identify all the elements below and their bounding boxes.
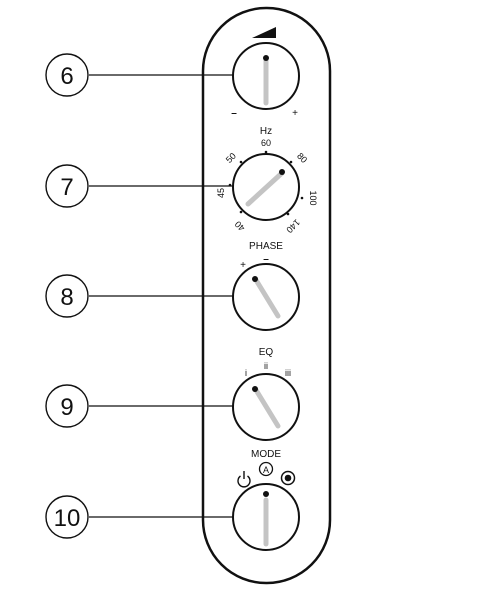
svg-text:9: 9 <box>60 394 73 421</box>
eq-position-ii: ii <box>264 361 268 371</box>
svg-text:6: 6 <box>60 63 73 90</box>
callout-9: 9 <box>45 384 89 428</box>
callout-6: 6 <box>45 53 89 97</box>
eq-knob[interactable] <box>232 373 300 441</box>
mode-knob[interactable] <box>232 483 300 551</box>
frequency-knob[interactable] <box>232 153 300 221</box>
phase-knob[interactable] <box>232 263 300 331</box>
auto-mode-icon: A <box>258 461 274 477</box>
svg-text:10: 10 <box>54 505 81 532</box>
volume-wedge-icon <box>252 27 276 38</box>
freq-tick-60: 60 <box>261 138 271 148</box>
eq-position-iii: iii <box>285 368 291 378</box>
freq-tick-dots <box>228 150 304 216</box>
volume-minus-label: – <box>231 108 237 119</box>
mode-title: MODE <box>251 449 281 460</box>
svg-text:7: 7 <box>60 174 73 201</box>
callout-7: 7 <box>45 164 89 208</box>
eq-title: EQ <box>259 347 274 358</box>
phase-title: PHASE <box>249 241 283 252</box>
frequency-title: Hz <box>260 126 272 137</box>
freq-tick-45: 45 <box>216 188 226 198</box>
callout-8: 8 <box>45 274 89 318</box>
svg-text:A: A <box>263 465 269 475</box>
svg-text:8: 8 <box>60 284 73 311</box>
callout-10: 10 <box>45 495 89 539</box>
volume-plus-label: + <box>292 108 298 119</box>
power-icon <box>237 471 251 488</box>
eq-position-i: i <box>245 368 247 378</box>
freq-tick-100: 100 <box>308 190 318 205</box>
always-on-icon <box>280 470 296 486</box>
volume-knob[interactable] <box>232 42 300 110</box>
phase-plus-label: + <box>240 260 246 271</box>
phase-minus-label: – <box>263 254 269 265</box>
